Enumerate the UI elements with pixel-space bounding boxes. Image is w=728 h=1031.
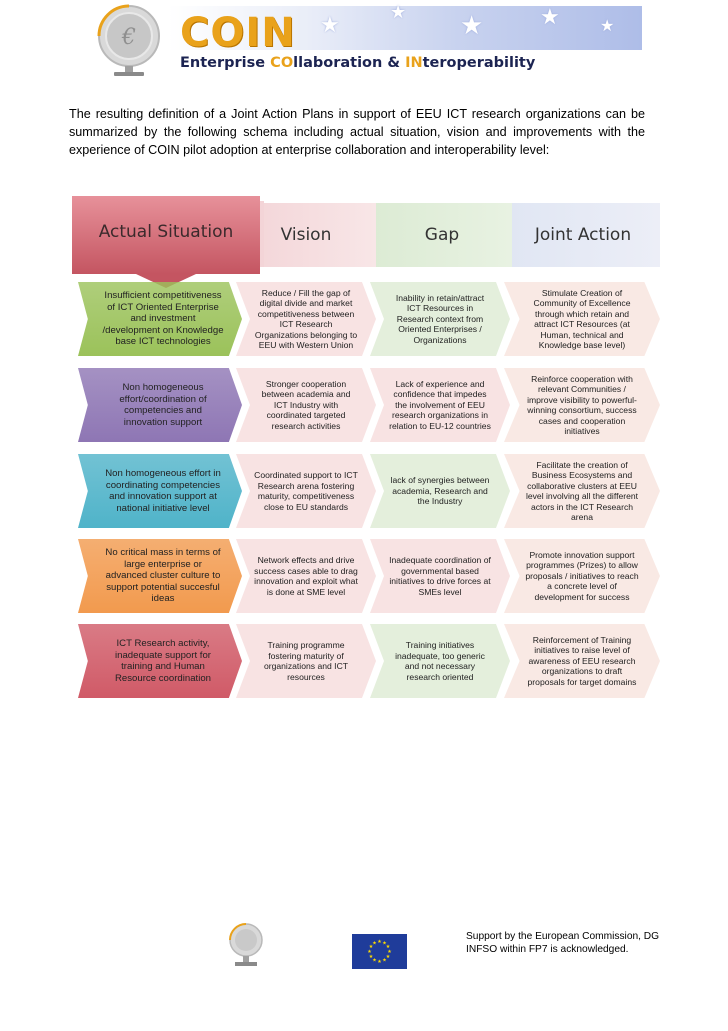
schema-row-4: Promote innovation support programmes (P…	[78, 539, 662, 613]
header-gap: Gap	[372, 203, 512, 267]
star-icon: ★	[390, 2, 407, 22]
actual-situation-cell: No critical mass in terms of large enter…	[78, 539, 242, 613]
svg-text:★: ★	[387, 949, 392, 955]
star-icon: ★	[540, 4, 560, 29]
svg-text:★: ★	[372, 941, 377, 947]
vision-cell: Network effects and drive success cases …	[236, 539, 376, 613]
header-actual-situation: Actual Situation	[72, 196, 260, 274]
gap-cell: Training initiatives inadequate, too gen…	[370, 624, 510, 698]
actual-situation-cell: Non homogeneous effort/coordination of c…	[78, 368, 242, 442]
joint-action-cell: Reinforce cooperation with relevant Comm…	[504, 368, 660, 442]
coin-footer-logo-icon	[229, 923, 263, 966]
header-joint-action: Joint Action	[506, 203, 660, 267]
actual-situation-cell: Non homogeneous effort in coordinating c…	[78, 454, 242, 528]
joint-action-cell: Stimulate Creation of Community of Excel…	[504, 282, 660, 356]
schema-row-1: Stimulate Creation of Community of Excel…	[78, 282, 662, 356]
svg-text:★: ★	[372, 958, 377, 964]
svg-text:★: ★	[386, 944, 391, 950]
svg-text:★: ★	[369, 954, 374, 960]
eu-flag-icon: ★★★ ★★★ ★★★ ★★★	[352, 934, 407, 969]
svg-text:€: €	[121, 25, 136, 50]
coin-banner: ★ ★ ★ ★ ★ € COIN Enterprise COllaboratio…	[90, 2, 642, 78]
svg-text:★: ★	[367, 949, 372, 955]
svg-text:★: ★	[382, 941, 387, 947]
joint-action-cell: Facilitate the creation of Business Ecos…	[504, 454, 660, 528]
gap-cell: lack of synergies between academia, Rese…	[370, 454, 510, 528]
acknowledgement-text: Support by the European Commission, DG I…	[466, 931, 660, 955]
svg-text:★: ★	[369, 944, 374, 950]
gap-cell: Inability in retain/attract ICT Resource…	[370, 282, 510, 356]
banner-sky-background	[168, 6, 642, 50]
coin-logo-title: COIN	[180, 10, 296, 56]
star-icon: ★	[600, 18, 615, 35]
star-icon: ★	[320, 12, 340, 37]
actual-situation-cell: ICT Research activity, inadequate suppor…	[78, 624, 242, 698]
coin-logo-subtitle: Enterprise COllaboration & INteroperabil…	[180, 55, 536, 71]
schema-row-5: Reinforcement of Training initiatives to…	[78, 624, 662, 698]
gap-cell: Lack of experience and confidence that i…	[370, 368, 510, 442]
star-icon: ★	[460, 10, 484, 40]
schema-row-2: Reinforce cooperation with relevant Comm…	[78, 368, 662, 442]
svg-text:★: ★	[382, 958, 387, 964]
joint-action-cell: Promote innovation support programmes (P…	[504, 539, 660, 613]
vision-cell: Coordinated support to ICT Research aren…	[236, 454, 376, 528]
schema-row-3: Facilitate the creation of Business Ecos…	[78, 454, 662, 528]
svg-text:★: ★	[386, 954, 391, 960]
gap-cell: Inadequate coordination of governmental …	[370, 539, 510, 613]
vision-cell: Stronger cooperation between academia an…	[236, 368, 376, 442]
intro-paragraph: The resulting definition of a Joint Acti…	[69, 107, 645, 157]
coin-globe-logo-icon: €	[97, 4, 160, 76]
svg-text:★: ★	[377, 939, 382, 945]
vision-cell: Reduce / Fill the gap of digital divide …	[236, 282, 376, 356]
actual-situation-cell: Insufficient competitiveness of ICT Orie…	[78, 282, 242, 356]
joint-action-schema: Joint Action Gap Vision Actual Situation…	[72, 196, 662, 706]
vision-cell: Training programme fostering maturity of…	[236, 624, 376, 698]
joint-action-cell: Reinforcement of Training initiatives to…	[504, 624, 660, 698]
svg-text:★: ★	[377, 959, 382, 965]
